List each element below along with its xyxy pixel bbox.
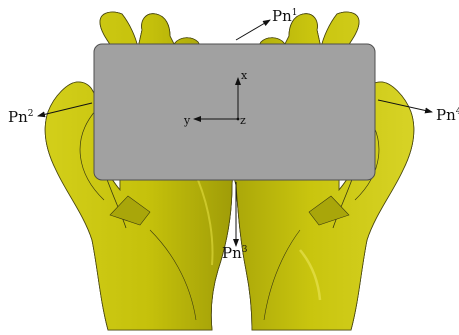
normal-label-1: Pn1 [272, 7, 298, 25]
normal-arrow-2 [37, 102, 93, 118]
y-axis-label: y [183, 114, 191, 127]
x-axis-label: x [241, 69, 248, 82]
normal-arrow-4 [377, 99, 433, 114]
coordinate-axes: x y z [183, 69, 248, 127]
plate-icon [93, 43, 376, 181]
normal-label-4: Pn4 [436, 106, 459, 124]
normal-label-2: Pn2 [8, 108, 34, 126]
z-axis-label: z [240, 114, 246, 127]
normal-label-3: Pn3 [222, 244, 248, 262]
z-axis-point [236, 117, 240, 121]
contact-normals: Pn1 Pn2 Pn3 Pn4 [8, 7, 459, 262]
normal-arrow-1 [235, 19, 271, 41]
